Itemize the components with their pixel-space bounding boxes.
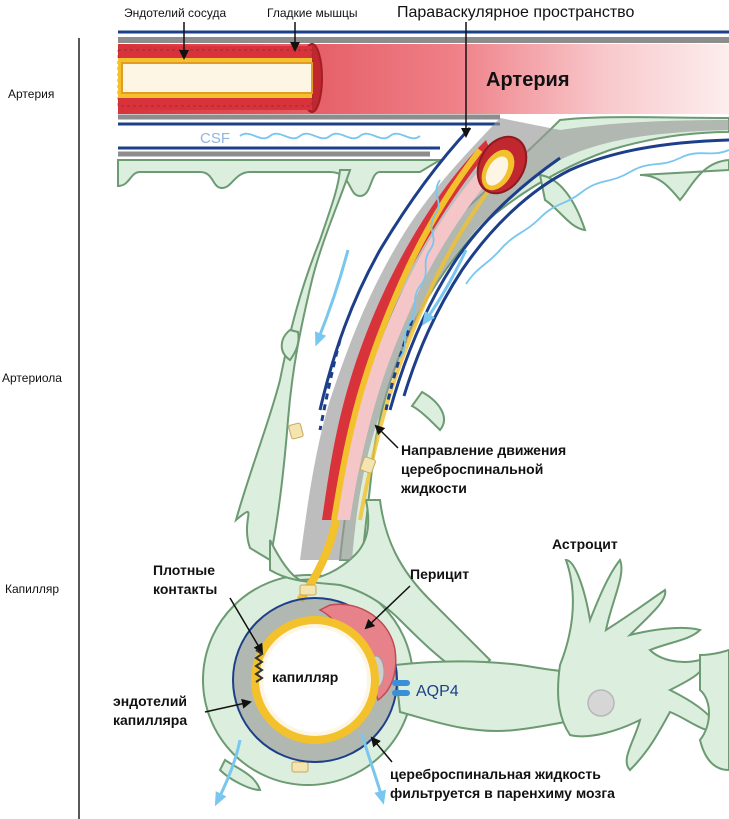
label-capillary-endothelium-2: капилляра xyxy=(113,712,187,728)
aqp4-channel xyxy=(392,680,410,696)
astrocyte-nucleus xyxy=(587,689,615,717)
csf-flow-arrow-down xyxy=(315,249,350,347)
label-csf: CSF xyxy=(200,130,230,147)
label-capillary: капилляр xyxy=(272,669,338,685)
label-astrocyte: Астроцит xyxy=(552,536,618,552)
pointer-capillary-endothelium xyxy=(204,698,252,713)
arteriole xyxy=(288,118,729,773)
label-vessel-endothelium: Эндотелий сосуда xyxy=(124,6,226,20)
side-label-arteriole: Артериола xyxy=(2,371,62,385)
label-csf-filtered-2: фильтруется в паренхиму мозга xyxy=(390,785,615,801)
label-flow-direction-3: жидкости xyxy=(400,480,467,496)
pointer-tight-junctions xyxy=(229,597,264,654)
label-flow-direction-2: цереброспинальной xyxy=(401,461,543,477)
label-tight-junctions-2: контакты xyxy=(153,581,217,597)
csf-flow-arrow-right xyxy=(421,249,468,326)
label-flow-direction-1: Направление движения xyxy=(401,442,566,458)
pointer-pericyte xyxy=(364,585,411,630)
label-csf-filtered-1: цереброспинальная жидкость xyxy=(390,766,601,782)
csf-outflow-arrow-left xyxy=(214,739,242,807)
pointer-flow-direction xyxy=(374,424,399,449)
label-perivascular-space: Паравaскулярное пространство xyxy=(397,4,634,21)
csf-outflow-arrow-right xyxy=(360,733,386,805)
label-capillary-endothelium-1: эндотелий xyxy=(113,693,187,709)
label-smooth-muscle: Гладкие мышцы xyxy=(267,6,357,20)
label-tight-junctions-1: Плотные xyxy=(153,562,215,578)
tight-junction-coil xyxy=(254,649,264,683)
label-pericyte: Перицит xyxy=(410,566,469,582)
capillary xyxy=(232,597,398,763)
label-aqp4: AQP4 xyxy=(416,683,459,700)
artery xyxy=(117,30,729,157)
pointer-csf-filtered xyxy=(370,736,393,763)
label-artery-title: Артерия xyxy=(486,69,570,91)
side-label-capillary: Капилляр xyxy=(5,582,59,596)
side-label-artery: Артерия xyxy=(8,87,54,101)
